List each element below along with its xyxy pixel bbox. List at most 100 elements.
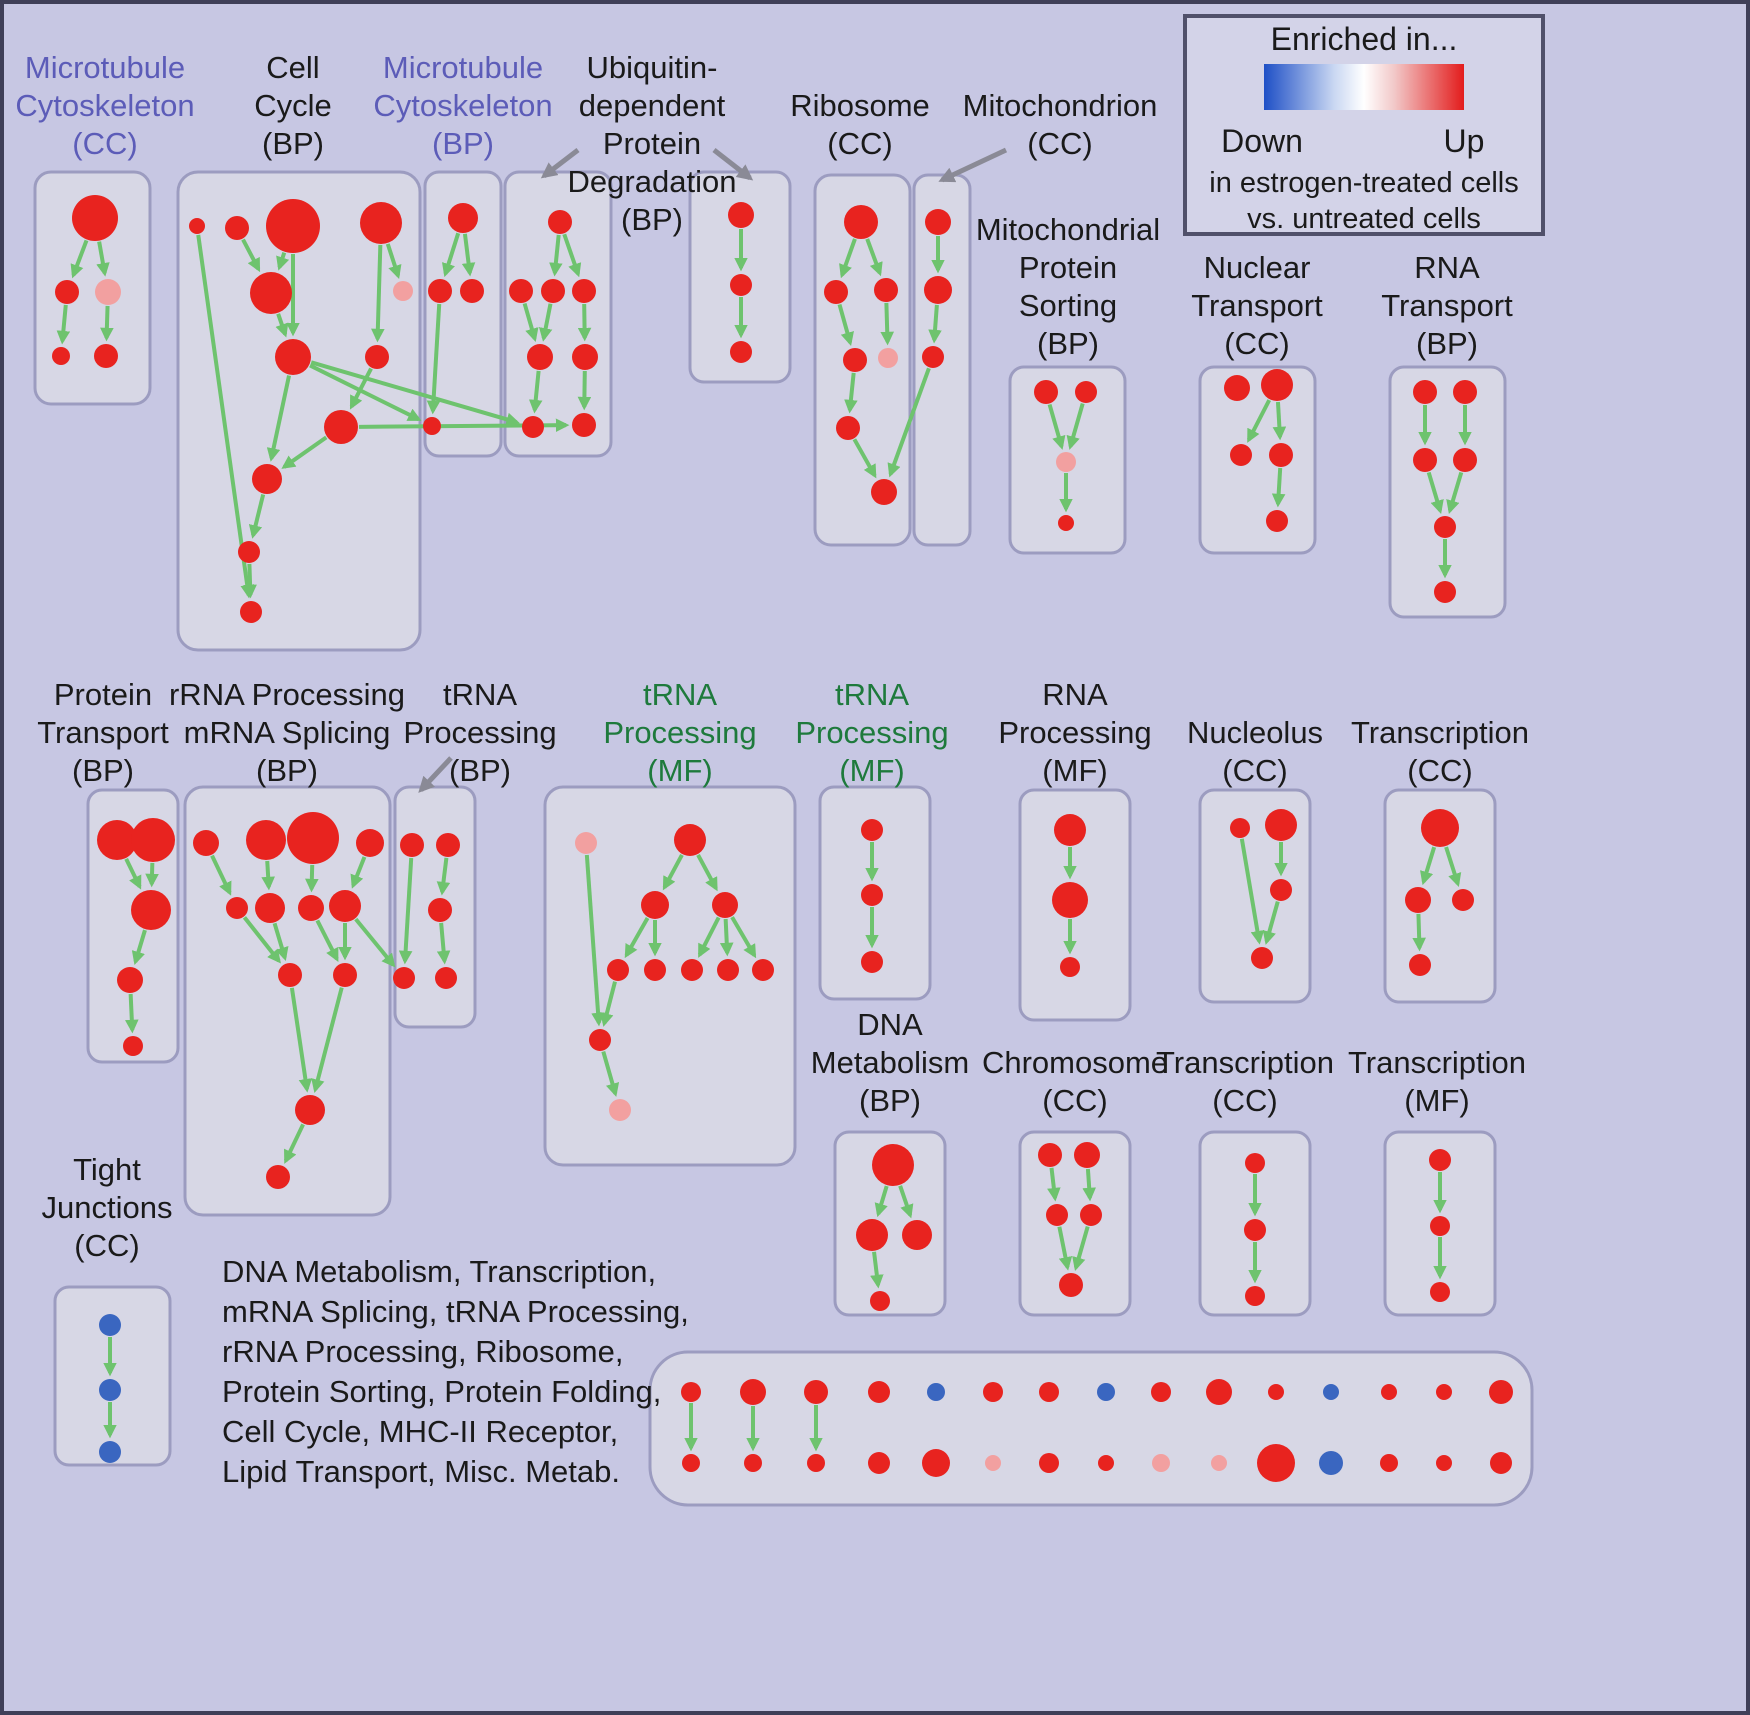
group-box-rna-transport-bp bbox=[1388, 365, 1507, 619]
go-node-red bbox=[1075, 381, 1097, 403]
go-node-red bbox=[925, 209, 951, 235]
go-node-red bbox=[329, 890, 361, 922]
edge-arrow bbox=[56, 304, 71, 345]
go-node-red bbox=[266, 1165, 290, 1189]
edge-arrow bbox=[266, 375, 291, 462]
edge-arrow bbox=[852, 438, 877, 479]
go-node-red bbox=[1429, 1149, 1451, 1171]
go-node-pink bbox=[575, 832, 597, 854]
edge-arrow bbox=[1444, 846, 1462, 888]
edge-arrow bbox=[1246, 399, 1272, 443]
go-node-red bbox=[922, 346, 944, 368]
edge-arrow bbox=[562, 233, 582, 278]
go-node-red bbox=[1409, 954, 1431, 976]
go-node-red bbox=[1257, 1444, 1295, 1482]
go-node-red bbox=[807, 1454, 825, 1472]
label-pointer-arrow bbox=[712, 148, 754, 181]
go-node-pink bbox=[1056, 452, 1076, 472]
go-node-red bbox=[240, 601, 262, 623]
edge-arrow bbox=[874, 1185, 889, 1218]
edge-arrow bbox=[275, 313, 289, 338]
go-node-red bbox=[868, 1452, 890, 1474]
go-node-red bbox=[225, 216, 249, 240]
go-node-red bbox=[250, 272, 292, 314]
edge-arrow bbox=[261, 860, 275, 891]
edge-arrow bbox=[1239, 838, 1265, 945]
go-node-red bbox=[393, 967, 415, 989]
go-node-red bbox=[1381, 1384, 1397, 1400]
edge-arrow bbox=[196, 234, 254, 599]
edge-arrow bbox=[441, 232, 461, 278]
go-node-red bbox=[333, 963, 357, 987]
go-node-red bbox=[255, 893, 285, 923]
go-node-red bbox=[238, 541, 260, 563]
go-node-red bbox=[872, 1144, 914, 1186]
go-node-red bbox=[924, 276, 952, 304]
go-node-red bbox=[1436, 1455, 1452, 1471]
edge-arrow bbox=[310, 360, 520, 426]
go-node-red bbox=[287, 812, 339, 864]
go-node-red bbox=[712, 892, 738, 918]
go-node-red bbox=[448, 203, 478, 233]
edge-arrow bbox=[131, 929, 147, 966]
edge-arrow bbox=[522, 302, 539, 343]
go-node-red bbox=[1405, 887, 1431, 913]
go-node-red bbox=[870, 1291, 890, 1311]
group-box-microtubule-cytoskeleton-bp bbox=[423, 170, 503, 458]
go-node-red bbox=[1046, 1204, 1068, 1226]
go-node-red bbox=[1206, 1379, 1232, 1405]
go-node-red bbox=[436, 833, 460, 857]
go-node-red bbox=[1224, 375, 1250, 401]
go-node-red bbox=[1270, 879, 1292, 901]
edge-arrow bbox=[96, 241, 110, 277]
edge-arrow bbox=[349, 367, 373, 410]
go-node-red bbox=[131, 890, 171, 930]
go-node-red bbox=[983, 1382, 1003, 1402]
go-node-pink bbox=[1211, 1455, 1227, 1471]
go-node-red bbox=[193, 830, 219, 856]
go-node-red bbox=[804, 1380, 828, 1404]
go-node-red bbox=[275, 339, 311, 375]
go-node-red bbox=[752, 959, 774, 981]
go-node-red bbox=[1098, 1455, 1114, 1471]
group-box-dna-metabolism-bp bbox=[833, 1130, 947, 1317]
go-node-red bbox=[295, 1095, 325, 1125]
edge-arrow bbox=[538, 303, 553, 342]
go-node-red bbox=[1039, 1382, 1059, 1402]
go-node-red bbox=[527, 344, 553, 370]
go-node-red bbox=[740, 1379, 766, 1405]
legend-gradient-bar bbox=[1264, 64, 1464, 110]
group-box-tight-junctions-cc bbox=[53, 1285, 172, 1467]
go-node-red bbox=[871, 479, 897, 505]
edge-arrow bbox=[315, 919, 339, 962]
go-node-red bbox=[572, 279, 596, 303]
go-node-red bbox=[548, 210, 572, 234]
go-node-red bbox=[1434, 516, 1456, 538]
go-node-red bbox=[428, 898, 452, 922]
go-node-pink bbox=[1152, 1454, 1170, 1472]
go-node-red bbox=[1080, 1204, 1102, 1226]
legend-up-label: Up bbox=[1444, 123, 1485, 159]
go-node-red bbox=[1230, 818, 1250, 838]
go-node-red bbox=[861, 884, 883, 906]
edge-arrow bbox=[283, 1123, 305, 1164]
go-node-red bbox=[1054, 814, 1086, 846]
edge-arrow bbox=[248, 494, 266, 539]
edge-arrow bbox=[289, 987, 313, 1093]
edge-arrow bbox=[350, 856, 367, 889]
go-node-red bbox=[356, 829, 384, 857]
edge-arrow bbox=[1412, 913, 1426, 952]
go-node-red bbox=[428, 279, 452, 303]
edge-arrow bbox=[844, 372, 858, 414]
go-node-red bbox=[55, 280, 79, 304]
edge-arrow bbox=[1082, 1168, 1096, 1202]
edge-arrow bbox=[696, 854, 718, 892]
